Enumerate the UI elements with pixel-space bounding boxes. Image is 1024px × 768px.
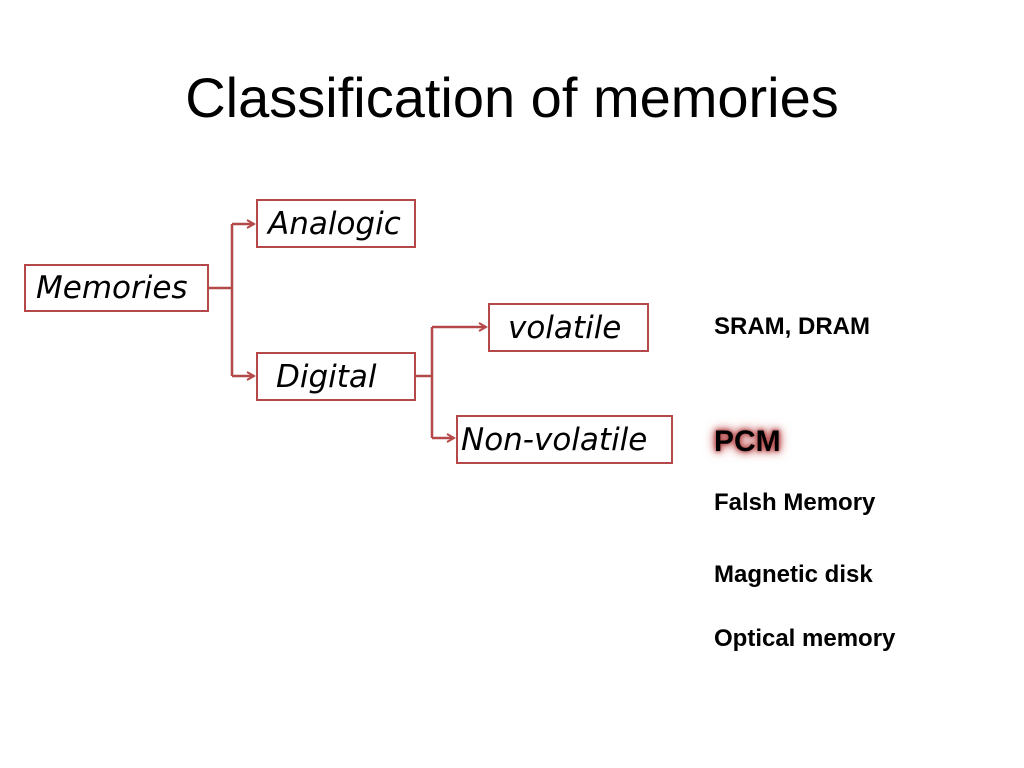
node-digital: Digital — [256, 352, 416, 401]
example-magnetic-disk: Magnetic disk — [714, 561, 873, 588]
node-memories-label: Memories — [36, 270, 188, 306]
node-non-volatile: Non-volatile — [456, 415, 673, 464]
example-optical-memory: Optical memory — [714, 625, 896, 652]
node-digital-label: Digital — [276, 358, 377, 395]
node-volatile: volatile — [488, 303, 649, 352]
example-pcm: PCM — [714, 425, 781, 458]
page-title: Classification of memories — [185, 66, 839, 129]
example-flash-memory: Falsh Memory — [714, 489, 876, 516]
node-non-volatile-label: Non-volatile — [461, 421, 648, 458]
example-sram-dram: SRAM, DRAM — [714, 313, 870, 340]
node-analogic: Analogic — [256, 199, 416, 248]
node-memories: Memories — [24, 264, 209, 312]
node-analogic-label: Analogic — [268, 205, 401, 242]
node-volatile-label: volatile — [508, 309, 622, 346]
